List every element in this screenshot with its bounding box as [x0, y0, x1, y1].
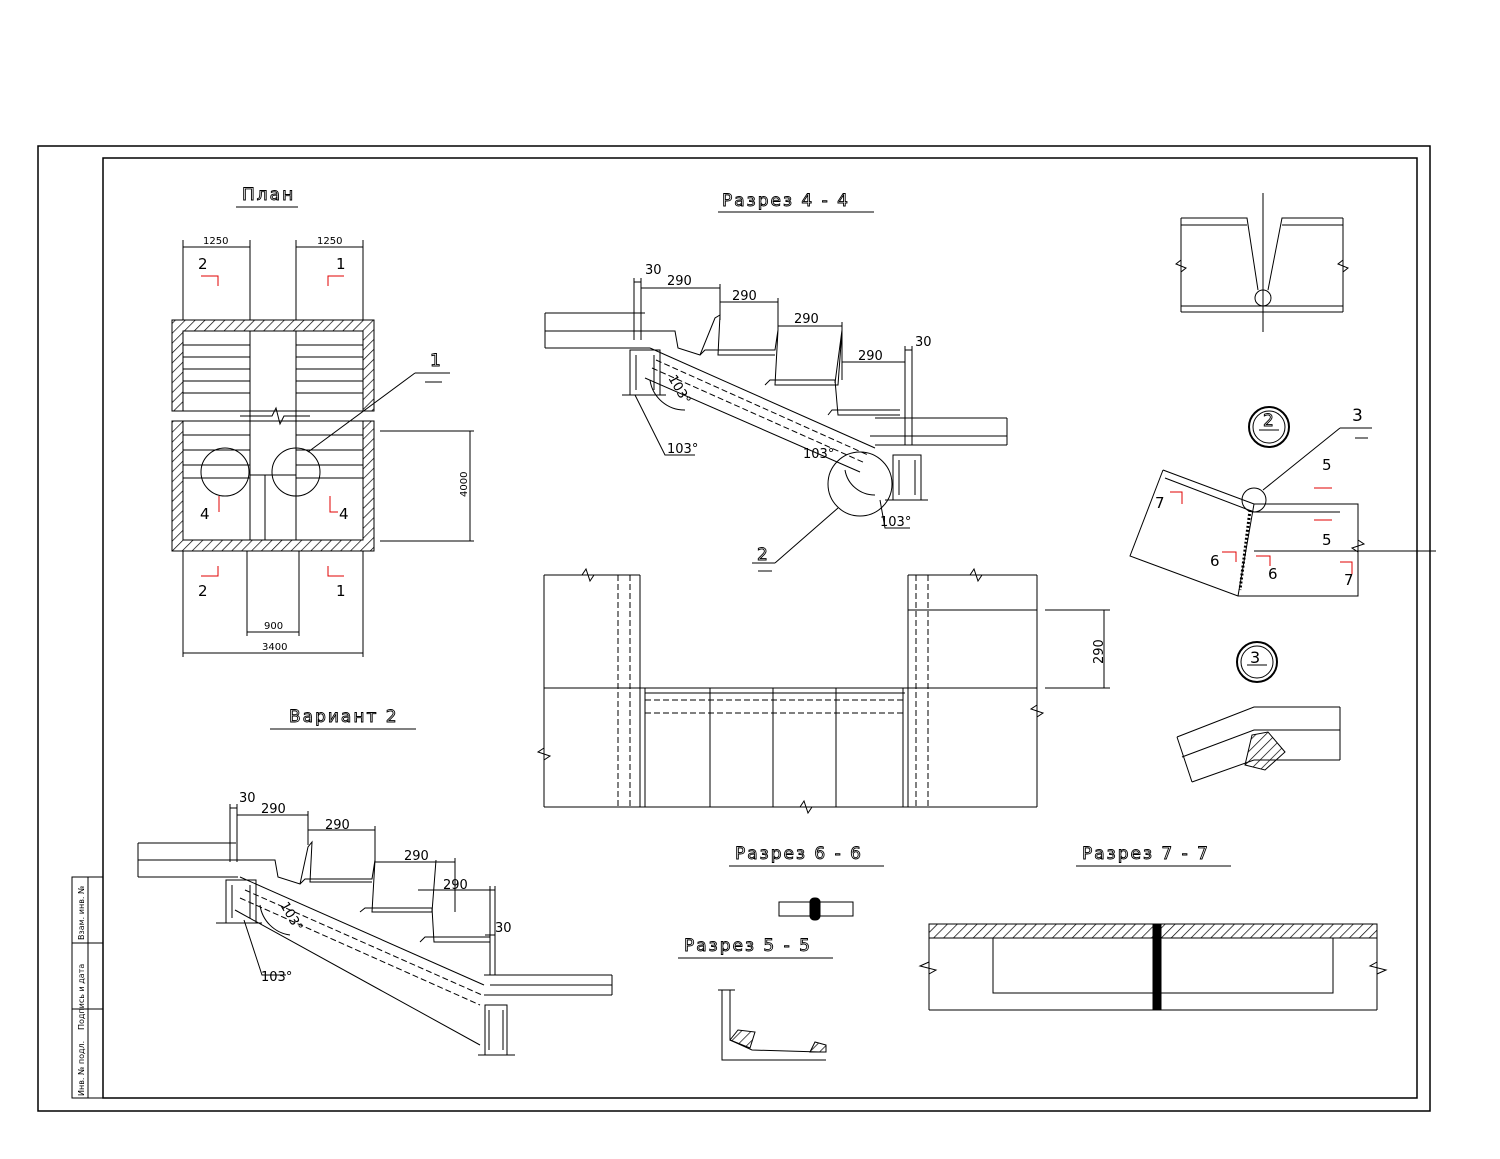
title-block-col-1: Инв. № подл. [77, 1041, 86, 1096]
title-block-col-3: Взам. инв. № [77, 885, 86, 940]
v2-dim-290-d: 290 [443, 878, 468, 893]
stair-elevation-view [536, 567, 1110, 815]
cut-7-left: 7 [1155, 494, 1165, 512]
v2-dim-290-c: 290 [404, 849, 429, 864]
weld-groove-detail [1175, 193, 1349, 332]
dim-bottom-inner: 900 [264, 621, 283, 632]
title-block [71, 876, 104, 1099]
v2-dim-290-a: 290 [261, 802, 286, 817]
cut-2-top: 2 [198, 255, 208, 273]
dim-bottom-total: 3400 [262, 642, 287, 653]
angle-d: 103° [880, 515, 911, 530]
cut-1-bottom: 1 [336, 582, 346, 600]
v2-angle-b: 103° [261, 970, 292, 985]
knee-joint-detail [1129, 427, 1436, 597]
cut-6-right: 6 [1268, 565, 1278, 583]
variant-2-view [137, 804, 613, 1056]
v2-angle-a: 103° [277, 900, 306, 935]
callout-3: 3 [1352, 406, 1363, 426]
section-7-7-view [918, 923, 1388, 1011]
outer-frame [37, 145, 1431, 1112]
node-2-label: 2 [1263, 411, 1276, 431]
cut-6-left: 6 [1210, 552, 1220, 570]
title-variant-2: Вариант 2 [289, 707, 399, 727]
cut-4-right: 4 [339, 505, 349, 523]
plan-labels: 1250 1250 900 3400 4000 2 1 2 1 4 4 1 [198, 236, 470, 653]
node-3-marker [1236, 641, 1278, 683]
angle-b: 103° [667, 442, 698, 457]
cut-5-bottom: 5 [1322, 531, 1332, 549]
cut-2-bottom: 2 [198, 582, 208, 600]
title-section-7-7: Разрез 7 - 7 [1082, 844, 1210, 864]
v2-dim-30-right: 30 [495, 921, 512, 936]
dim-290-a: 290 [667, 274, 692, 289]
title-section-6-6: Разрез 6 - 6 [735, 844, 863, 864]
variant-2-labels: 30 290 290 290 290 30 103° 103° [239, 791, 512, 985]
section-5-5-view [718, 989, 827, 1061]
dim-290-c: 290 [794, 312, 819, 327]
node-3-weld-detail [1176, 706, 1341, 783]
section-4-4-labels: 30 290 290 290 290 30 103° 103° 103° 103… [645, 263, 932, 565]
plan-view [171, 240, 474, 657]
dim-top-left: 1250 [203, 236, 228, 247]
title-section-5-5: Разрез 5 - 5 [684, 936, 812, 956]
dim-top-right: 1250 [317, 236, 342, 247]
cut-4-left: 4 [200, 505, 210, 523]
cut-7-right: 7 [1344, 571, 1354, 589]
v2-dim-30-top: 30 [239, 791, 256, 806]
title-section-4-4: Разрез 4 - 4 [722, 191, 850, 211]
cut-1-top: 1 [336, 255, 346, 273]
section-4-4-view [544, 278, 1008, 572]
v2-dim-290-b: 290 [325, 818, 350, 833]
inner-frame [102, 157, 1418, 1099]
title-block-labels: Инв. № подл. Подпись и дата Взам. инв. № [77, 885, 86, 1096]
detail-labels: 2 3 3 5 5 6 6 7 7 [1155, 406, 1363, 667]
callout-2: 2 [757, 545, 770, 565]
title-block-col-2: Подпись и дата [77, 964, 86, 1030]
view-titles: План Разрез 4 - 4 Вариант 2 Разрез 6 - 6… [242, 185, 1210, 957]
cut-5-top: 5 [1322, 456, 1332, 474]
angle-a: 103° [665, 373, 694, 408]
node-3-label: 3 [1250, 648, 1260, 667]
elevation-labels: 290 [1092, 639, 1107, 664]
node-2-marker [1248, 406, 1290, 448]
angle-c: 103° [803, 447, 834, 462]
title-underlines [236, 206, 1231, 959]
section-6-6-view [778, 897, 854, 921]
elevation-dim-290: 290 [1092, 639, 1107, 664]
dim-30-top: 30 [645, 263, 662, 278]
callout-1: 1 [430, 351, 443, 371]
dim-30-right: 30 [915, 335, 932, 350]
dim-290-b: 290 [732, 289, 757, 304]
title-plan: План [242, 185, 295, 205]
dim-290-d: 290 [858, 349, 883, 364]
dim-right: 4000 [459, 472, 470, 497]
